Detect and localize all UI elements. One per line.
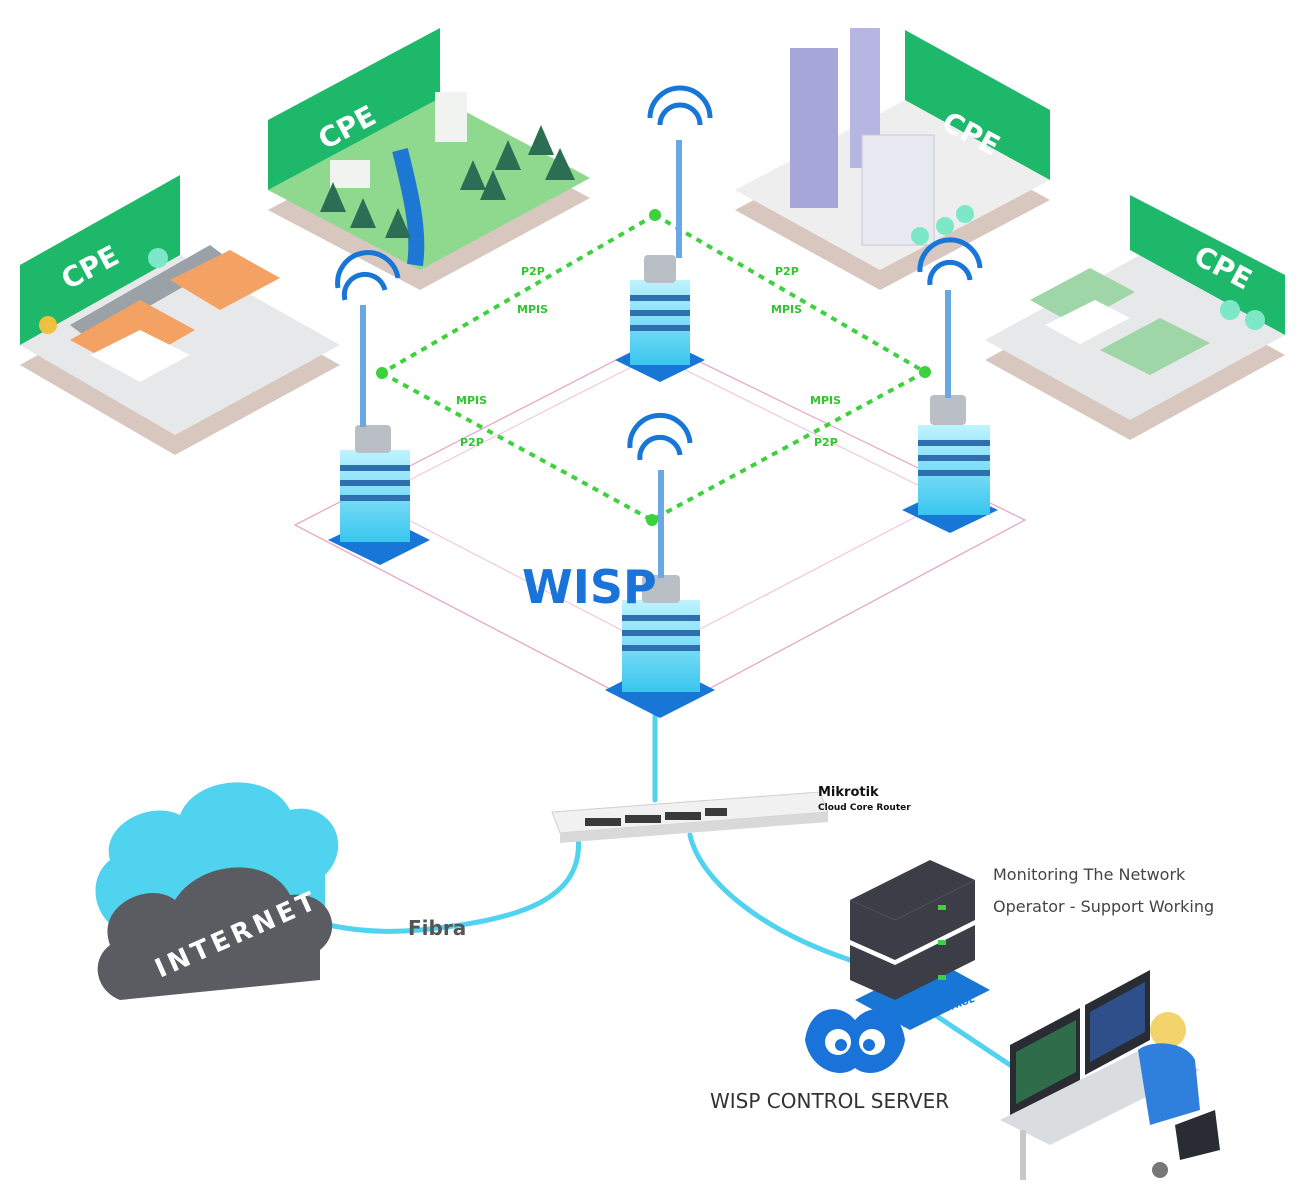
server-label: WISP CONTROL SERVER <box>710 1089 949 1113</box>
antenna-wifi-icon <box>647 85 713 126</box>
antenna-wifi-icon <box>917 237 983 286</box>
cpe-area-right: CPE <box>985 195 1285 440</box>
owl-logo-icon <box>805 1009 905 1073</box>
server-stack: WISP CONTROL <box>850 860 990 1031</box>
tower-main <box>605 412 715 718</box>
tower-top <box>615 85 713 382</box>
link-label-bottom-right-1: MPIS <box>810 394 841 407</box>
antenna-wifi-icon <box>627 412 693 461</box>
link-label-top-left-2: MPIS <box>517 303 548 316</box>
link-label-bottom-left-2: P2P <box>460 436 484 449</box>
operator-workstation <box>1000 970 1220 1180</box>
internet-cloud: INTERNET <box>95 782 339 1000</box>
link-label-bottom-left-1: MPIS <box>456 394 487 407</box>
wisp-title: WISP <box>522 560 657 614</box>
cpe-area-top-left: CPE <box>268 28 590 290</box>
link-label-top-right-1: P2P <box>775 265 799 278</box>
server-unit <box>850 860 975 1000</box>
tower-left <box>328 250 430 565</box>
router-to-server-cable <box>687 832 853 963</box>
link-label-top-right-2: MPIS <box>771 303 802 316</box>
fibra-label: Fibra <box>408 916 466 940</box>
monitoring-note-1: Monitoring The Network <box>993 865 1186 884</box>
tower-right <box>902 237 998 533</box>
link-label-bottom-right-2: P2P <box>814 436 838 449</box>
link-nodes <box>376 209 931 526</box>
monitoring-note-2: Operator - Support Working <box>993 897 1214 916</box>
cpe-area-top-right: CPE <box>735 28 1050 290</box>
antenna-wifi-icon <box>335 250 401 301</box>
mikrotik-router: Mikrotik Cloud Core Router <box>551 785 911 843</box>
wireless-links <box>380 213 927 522</box>
cpe-area-left: CPE <box>20 175 340 455</box>
router-model: Cloud Core Router <box>818 803 911 813</box>
link-label-top-left-1: P2P <box>521 265 545 278</box>
router-brand: Mikrotik <box>818 785 879 800</box>
